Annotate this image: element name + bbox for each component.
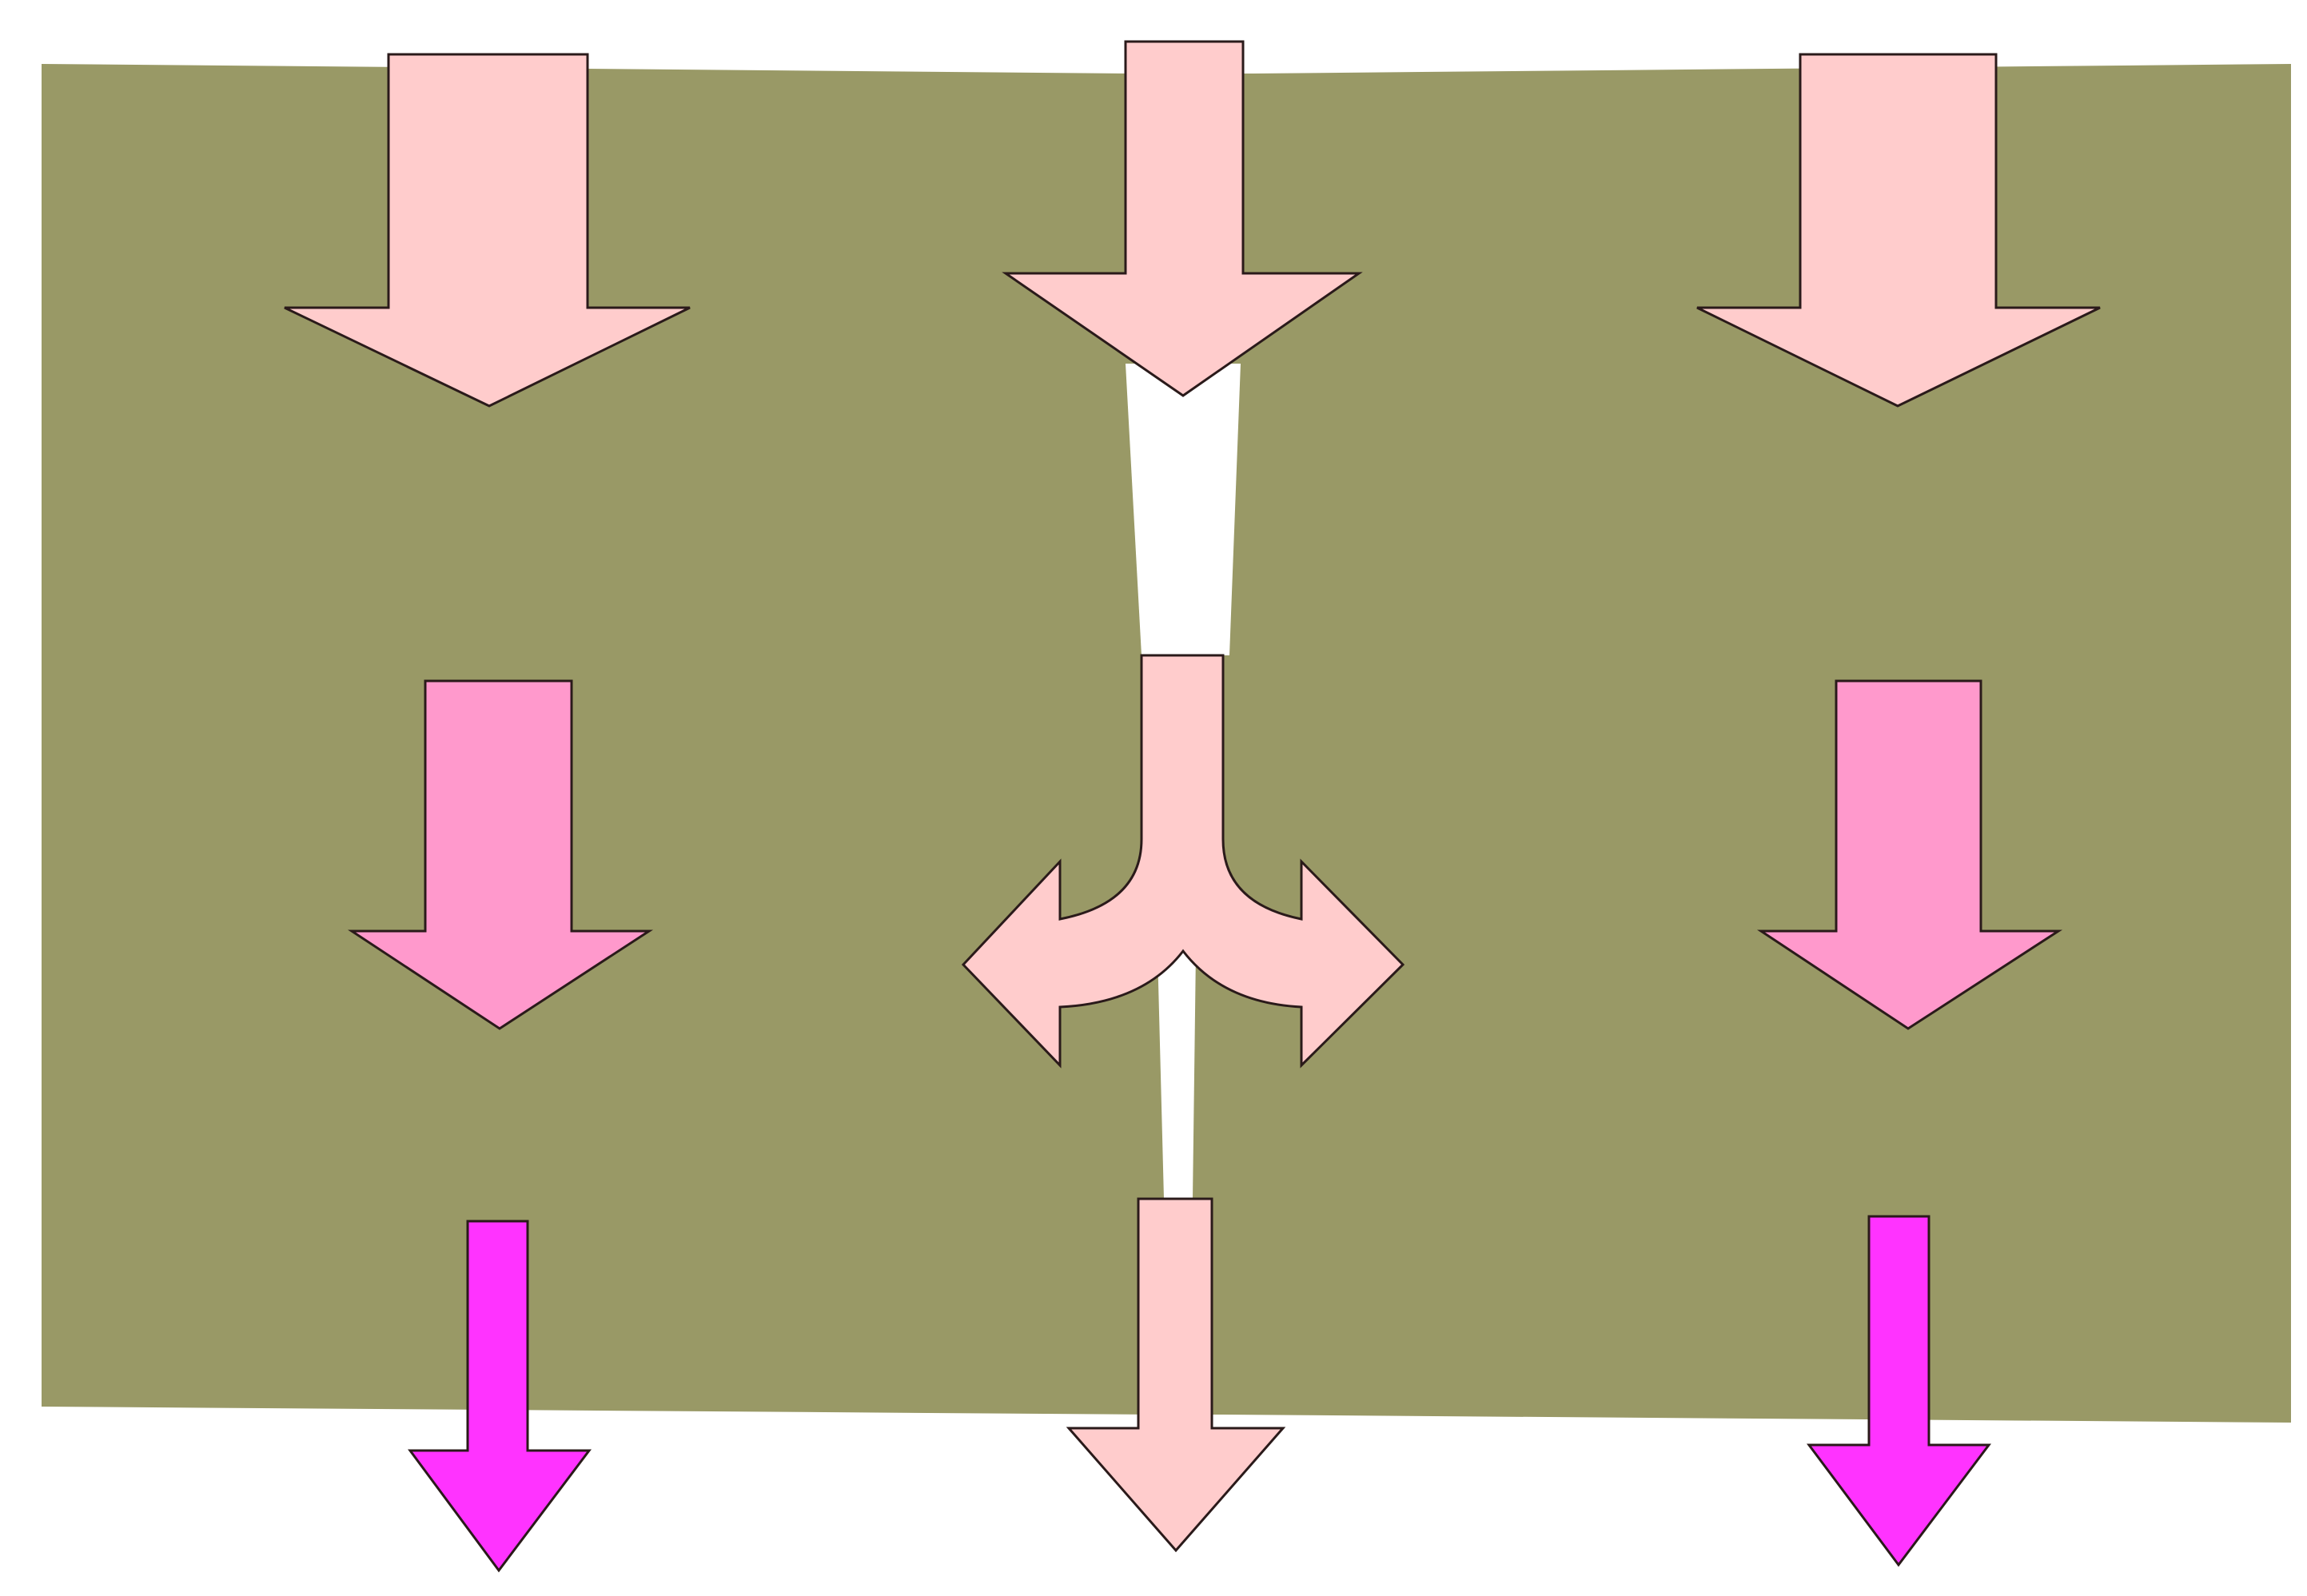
- middle-center-split-arrow: [961, 654, 1405, 1069]
- lower-gap-wedge: [1157, 951, 1196, 1199]
- top-right-arrow: [1696, 53, 2101, 408]
- top-left-arrow: [284, 53, 691, 408]
- top-center-arrow: [1002, 40, 1363, 397]
- middle-left-arrow: [348, 679, 654, 1030]
- upper-gap-wedge: [1126, 364, 1241, 655]
- bottom-right-arrow: [1807, 1215, 1992, 1567]
- bottom-center-arrow: [1066, 1197, 1286, 1553]
- middle-right-arrow: [1757, 679, 2063, 1030]
- bottom-left-arrow: [408, 1220, 592, 1573]
